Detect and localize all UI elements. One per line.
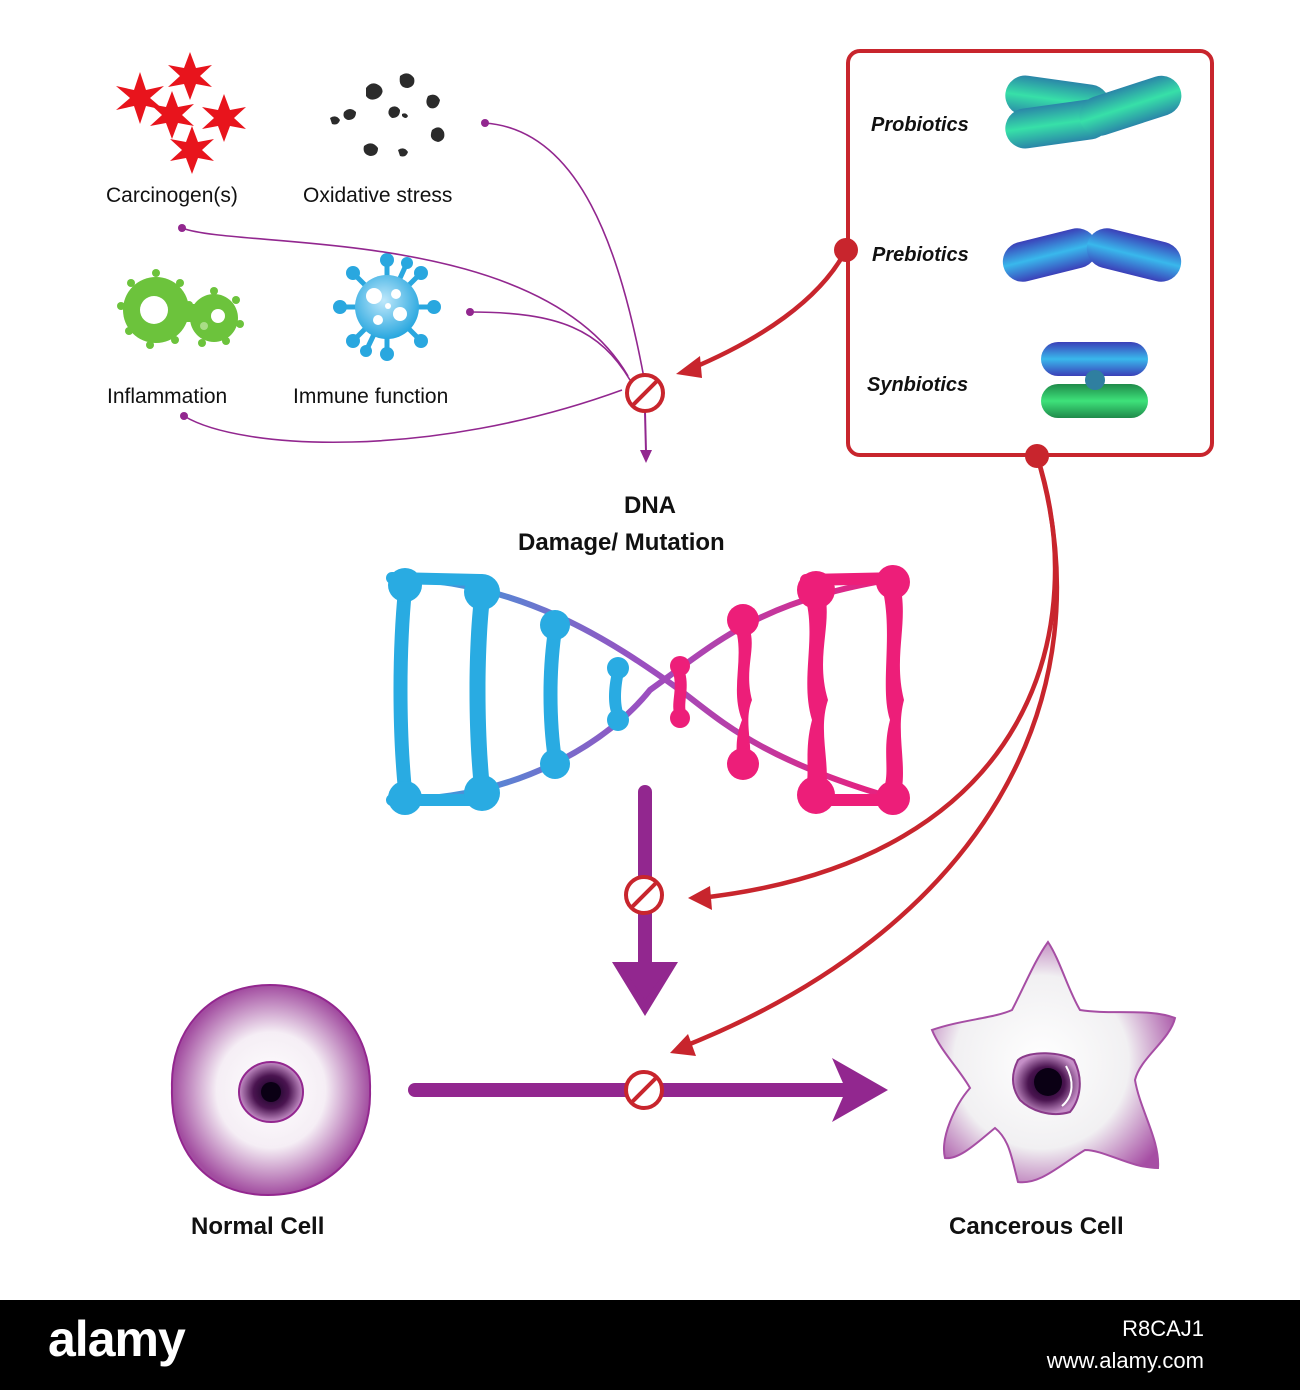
dna-helix xyxy=(386,565,910,815)
cancerous-cell-icon xyxy=(930,940,1177,1184)
box-connector-dot-bottom xyxy=(1025,444,1049,468)
box-connector-dot-left xyxy=(834,238,858,262)
connector-carcinogens xyxy=(181,227,629,377)
inflammation-icon xyxy=(117,269,244,349)
connector-oxidative xyxy=(484,122,645,379)
arrowhead-bottom xyxy=(670,1034,696,1056)
to-dna-arrow-line xyxy=(644,411,647,453)
carcinogens-label: Carcinogen(s) xyxy=(106,184,238,207)
synbiotics-icon xyxy=(1041,342,1148,418)
oxidative-stress-label: Oxidative stress xyxy=(303,184,453,207)
diagram-canvas xyxy=(116,49,1214,1197)
connector-inflammation xyxy=(183,389,623,444)
cancerous-cell-label: Cancerous Cell xyxy=(949,1213,1124,1240)
dna-title-line2: Damage/ Mutation xyxy=(518,529,725,556)
probiotics-label: Probiotics xyxy=(871,114,969,136)
carcinogens-icon xyxy=(116,52,246,174)
connector-dots xyxy=(178,119,489,420)
immune-function-icon xyxy=(333,253,441,361)
synbiotics-label: Synbiotics xyxy=(867,374,969,396)
inflammation-label: Inflammation xyxy=(107,385,228,408)
to-dna-arrowhead xyxy=(640,450,652,463)
dna-title: DNA xyxy=(0,492,1300,520)
arrow-to-bottom-inhibitor xyxy=(679,455,1059,1051)
arrowhead-mid xyxy=(688,886,712,910)
image-id: R8CAJ1 xyxy=(1122,1316,1204,1341)
connector-immune xyxy=(469,311,631,381)
oxidative-stress-icon xyxy=(330,73,445,157)
probiotics-icon xyxy=(1005,75,1182,149)
brand-logo: alamy xyxy=(48,1311,186,1367)
normal-cell-icon xyxy=(170,983,372,1197)
inhibitor-icon-bottom xyxy=(624,1070,664,1110)
prebiotics-icon xyxy=(1002,228,1182,282)
immune-function-label: Immune function xyxy=(293,385,449,408)
normal-cell-label: Normal Cell xyxy=(191,1213,325,1240)
watermark-bar: alamy R8CAJ1 www.alamy.com xyxy=(0,1300,1300,1390)
dna-title-line1: DNA xyxy=(624,492,676,519)
arrow-to-mid-inhibitor xyxy=(699,455,1058,901)
prebiotics-label: Prebiotics xyxy=(872,244,969,266)
arrow-to-top-inhibitor xyxy=(687,248,848,373)
website-text: www.alamy.com xyxy=(1046,1348,1204,1373)
inhibitor-icon-middle xyxy=(624,875,664,915)
red-inhibition-arrows xyxy=(679,248,1059,1051)
arrowhead-top xyxy=(676,356,702,378)
factor-connectors xyxy=(181,122,645,444)
inhibitor-icon-top xyxy=(625,373,665,413)
